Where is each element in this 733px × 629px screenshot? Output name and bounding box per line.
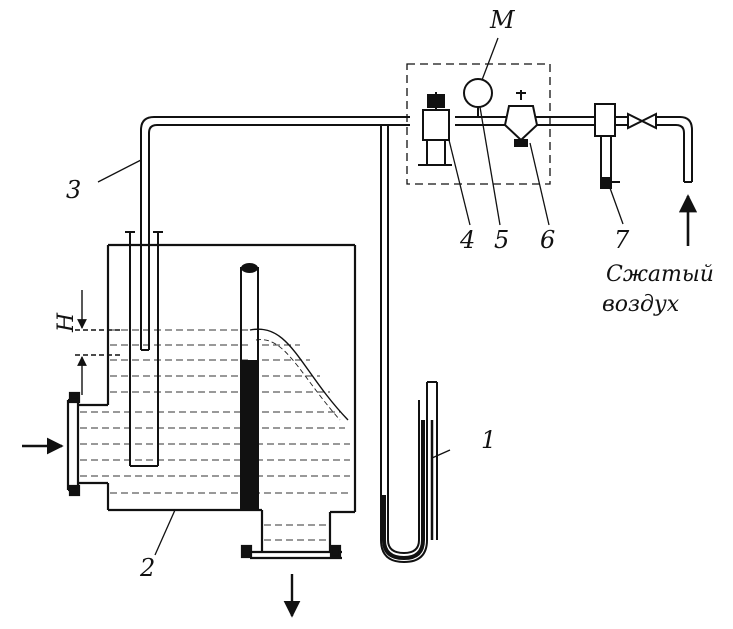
caption-line2: воздух bbox=[602, 292, 680, 317]
h-dimension bbox=[75, 290, 120, 395]
label-6: 6 bbox=[540, 226, 556, 254]
tank bbox=[78, 243, 357, 514]
filter bbox=[503, 90, 539, 147]
outlet-nozzle bbox=[240, 510, 342, 560]
pressure-gauge bbox=[463, 78, 493, 117]
caption-line1: Сжатый bbox=[606, 262, 714, 287]
inlet-nozzle bbox=[66, 391, 81, 497]
label-2: 2 bbox=[140, 554, 156, 582]
dip-tube bbox=[125, 231, 163, 467]
regulator bbox=[418, 92, 452, 166]
water-hatching bbox=[80, 329, 350, 541]
manometer-line bbox=[380, 125, 438, 564]
manometer-liquid bbox=[382, 420, 425, 561]
label-5: 5 bbox=[494, 226, 510, 254]
control-box bbox=[406, 63, 551, 185]
label-1: 1 bbox=[481, 426, 497, 454]
shutoff-valve bbox=[627, 112, 657, 130]
label-m: М bbox=[490, 6, 515, 34]
label-7: 7 bbox=[614, 226, 630, 254]
separator bbox=[594, 103, 620, 189]
overflow-curve bbox=[249, 328, 349, 421]
label-3: 3 bbox=[66, 176, 82, 204]
leader-lines bbox=[97, 37, 624, 556]
float-column bbox=[240, 263, 259, 511]
label-4: 4 bbox=[460, 226, 476, 254]
label-h: H bbox=[54, 312, 79, 332]
